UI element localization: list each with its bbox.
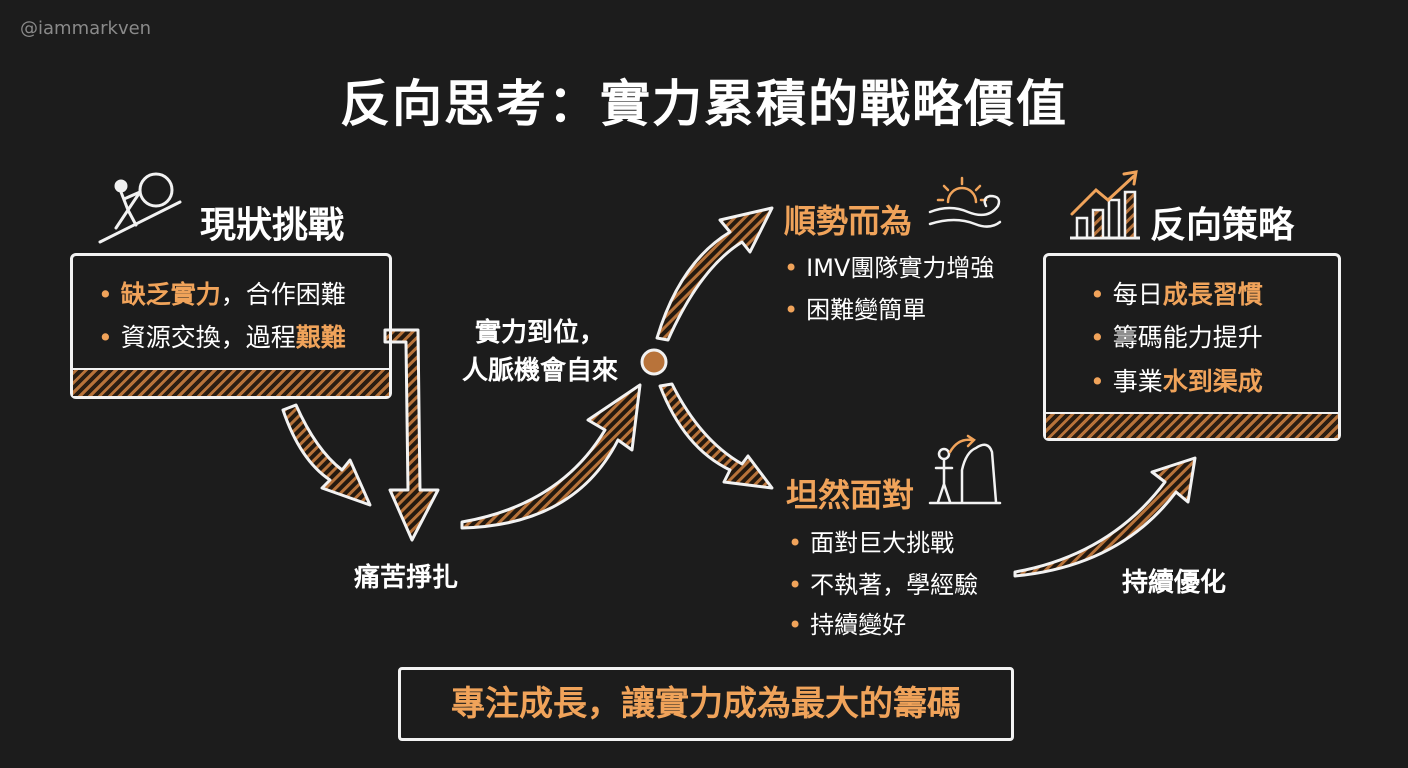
flow-title: 順勢而為 [784,202,913,240]
person-facing-cliff-icon [928,434,1002,505]
status-item-2: •資源交換，過程艱難 [98,323,346,352]
center-label: 實力到位， 人脈機會自來 [440,314,640,390]
arrow-optimize-to-strategy [1013,456,1197,578]
reverse-item-1: •每日成長習慣 [1090,280,1263,309]
reverse-item-3: •事業水到渠成 [1090,367,1263,396]
reverse-title: 反向策略 [1150,205,1295,246]
status-item-1: •缺乏實力，合作困難 [98,280,346,309]
sun-wave-icon [928,176,1002,228]
status-box [70,253,392,399]
center-label-line-2: 人脈機會自來 [461,356,618,386]
optimize-label: 持續優化 [1122,568,1227,598]
face-item-2: •不執著，學經驗 [788,571,979,599]
arrow-center-to-flow [655,206,774,342]
reverse-item-2: •籌碼能力提升 [1090,323,1263,352]
flow-item-1: •IMV團隊實力增強 [784,254,995,282]
watermark: @iammarkven [20,18,152,39]
flow-item-2: •困難變簡單 [784,296,927,324]
center-label-line-1: 實力到位， [474,318,605,348]
face-item-3: •持續變好 [788,611,907,639]
struggle-label: 痛苦掙扎 [354,563,459,593]
face-title: 坦然面對 [786,476,915,514]
status-title: 現狀挑戰 [200,205,345,246]
face-item-1: •面對巨大挑戰 [788,529,955,557]
reverse-box [1043,253,1341,441]
bottom-banner: 專注成長，讓實力成為最大的籌碼 [398,667,1014,741]
arrow-struggle-to-center [460,383,642,530]
status-box-hatch [73,368,389,396]
sisyphus-pushing-boulder-icon [98,172,182,244]
growth-bar-chart-icon [1070,170,1140,240]
arrow-status-to-struggle [281,403,372,507]
arrow-center-to-face [658,382,774,490]
arrow-box-to-struggle [383,328,440,542]
center-node [640,348,668,376]
page-title: 反向思考：實力累積的戰略價值 [340,75,1068,133]
reverse-box-hatch [1046,412,1338,438]
